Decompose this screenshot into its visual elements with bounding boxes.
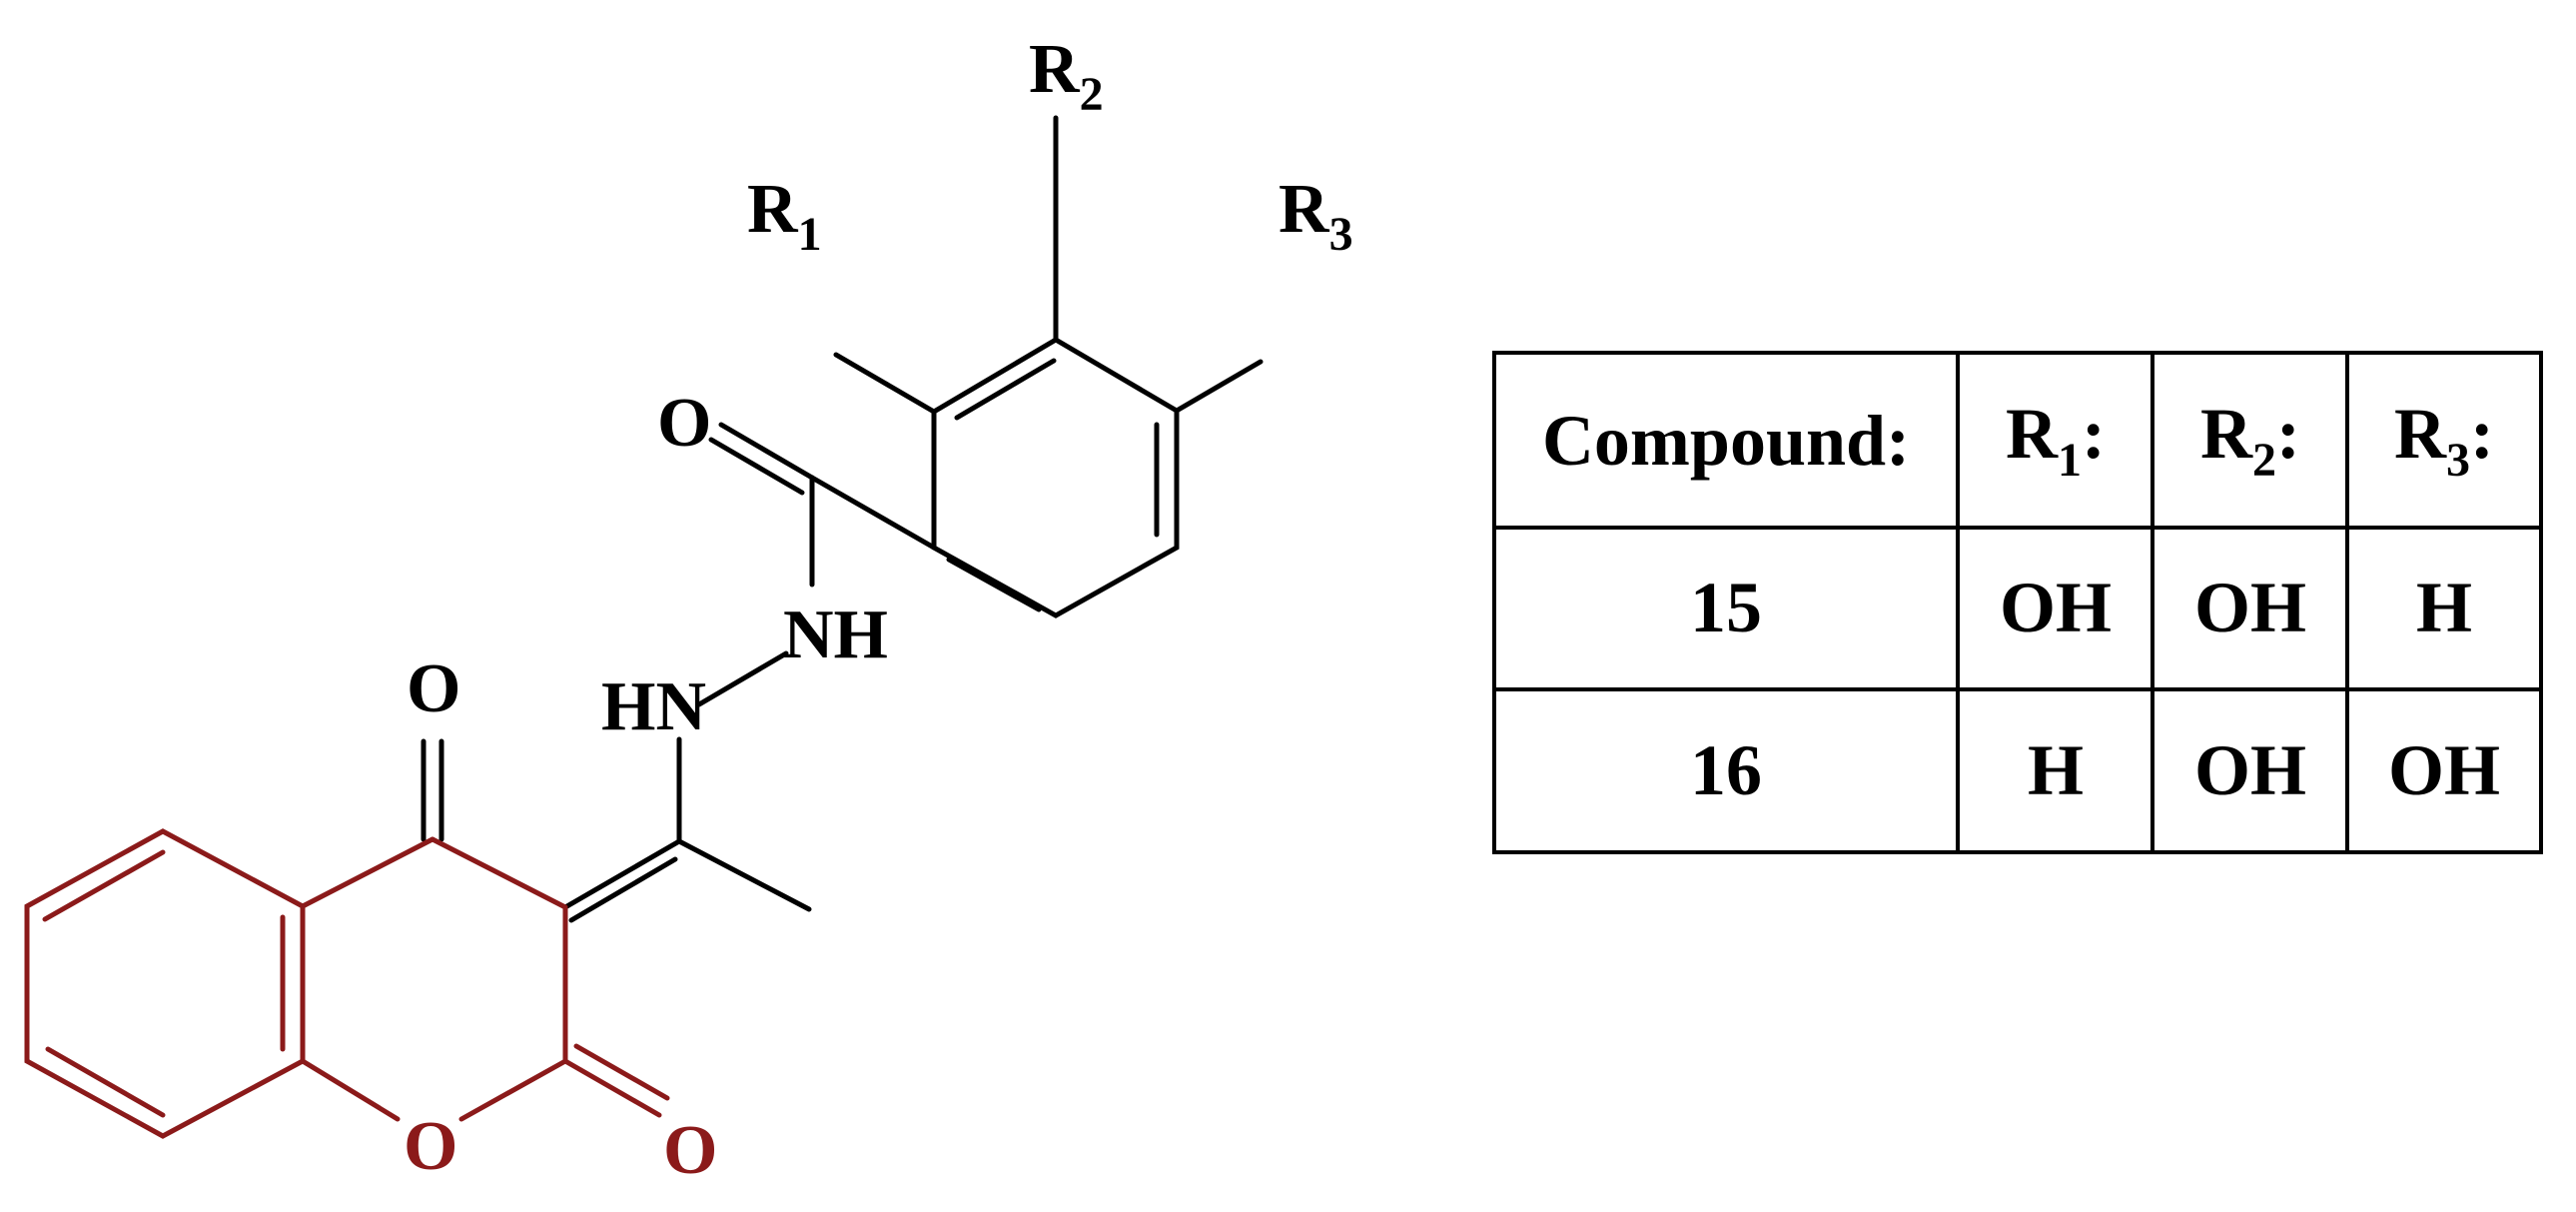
c4a-c4-bond [300,836,435,909]
header-r3: R3: [2394,394,2494,487]
row-15-compound: 15 [1690,568,1762,647]
row-16-r2: OH [2194,730,2306,810]
row-16-compound: 16 [1690,730,1762,810]
nh-label: NH [783,597,888,673]
coumarin-moiety: O O [24,828,717,1189]
lactone-oxygen-label: O [663,1112,717,1189]
c4-c3-bond [429,836,568,910]
ring-double-bond-1 [954,358,1057,421]
carbonyl-double-bond-a [718,422,815,481]
amide-oxygen-label: O [657,385,711,462]
carbonyl-double-bond-b [708,437,805,496]
header-r2: R2: [2200,394,2300,487]
lactone-double-bond-a [562,1058,662,1118]
n-n-bond [696,650,789,707]
row-16-r3: OH [2388,730,2500,810]
r3-label: R3 [1279,171,1353,261]
exocyclic-double-bond-b [568,856,678,923]
r1-label: R1 [747,171,822,261]
benzoyl-moiety: R1 R2 R3 O NH HN O [407,31,1353,923]
coumarin-ring-double-3 [45,1046,166,1118]
exocyclic-double-bond-a [562,838,682,910]
row-15-r3: H [2416,568,2472,647]
r2-label: R2 [1029,31,1104,121]
row-16-r1: H [2028,730,2084,810]
keto-oxygen-label: O [407,650,460,727]
header-compound: Compound: [1542,401,1910,481]
methyl-bond [676,838,812,912]
row-15-r2: OH [2194,568,2306,647]
lactone-double-bond-b [573,1043,670,1101]
r1-bond [833,352,937,415]
table-border [1492,351,2543,854]
o1-c8a-bond [300,1058,401,1122]
row-15-r1: OH [2000,568,2112,647]
ring-oxygen-label: O [404,1108,457,1185]
coumarin-ring-double-1 [42,849,166,922]
r3-bond [1174,359,1264,414]
header-r1: R1: [2006,394,2106,487]
c2-o1-bond [458,1058,568,1122]
ring-to-carbonyl-bond [809,475,937,551]
substituent-table: Compound: R1: R2: R3: 15 OH OH H 16 H OH… [1492,351,2543,854]
hn-label: HN [601,668,706,745]
ring-double-bond-3 [946,557,1042,612]
coumarin-benzene-ring [24,828,306,1139]
